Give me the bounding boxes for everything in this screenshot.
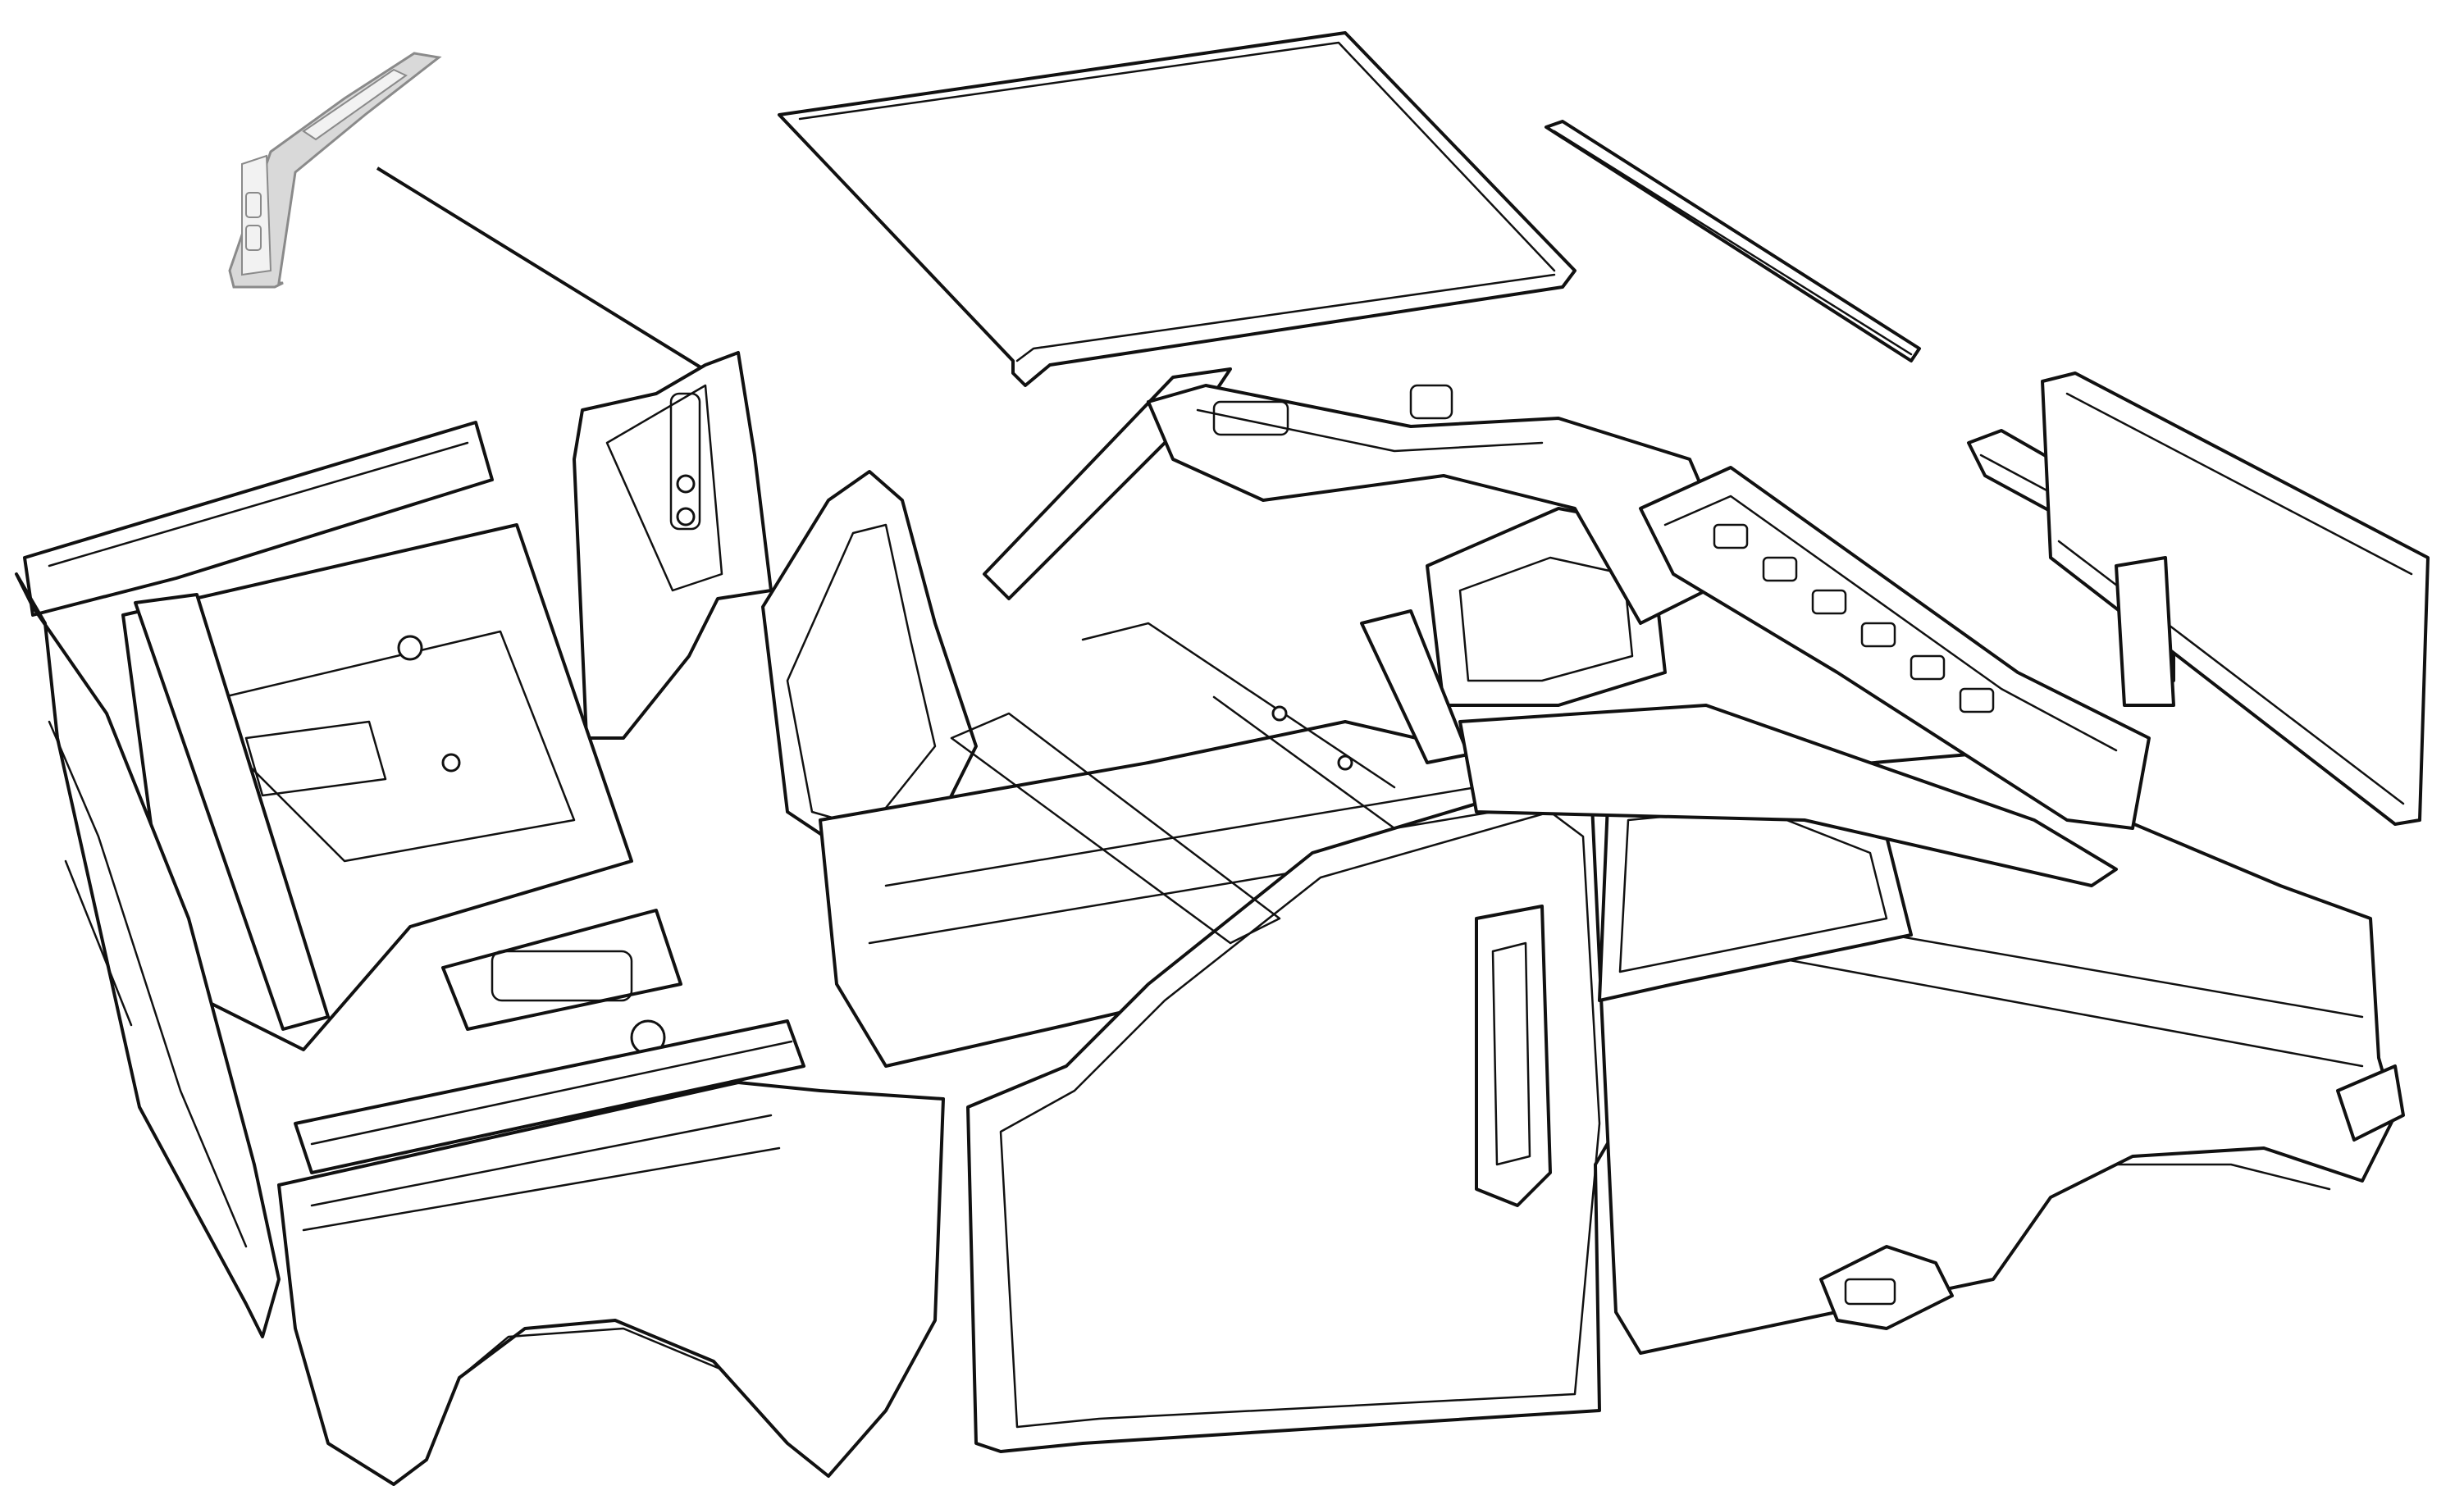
windscreen-frame — [573, 351, 1232, 846]
roof-panel — [778, 31, 1577, 387]
front-inner-wing — [23, 421, 682, 1055]
door-aperture — [966, 777, 1626, 1453]
rear-subframe-bracket — [1819, 1064, 2405, 1330]
a-pillar-inner-panel-highlighted — [228, 52, 442, 289]
front-outer-wing — [15, 572, 945, 1486]
boot-floor — [1458, 466, 2151, 887]
floor-tunnel — [950, 622, 1494, 945]
leader-line — [376, 166, 732, 387]
rear-wheel-arch — [1147, 384, 1741, 764]
boot-floor-ribs — [1713, 523, 1995, 713]
roof-drip-rail — [1545, 120, 1921, 362]
rear-valance — [2041, 371, 2430, 826]
